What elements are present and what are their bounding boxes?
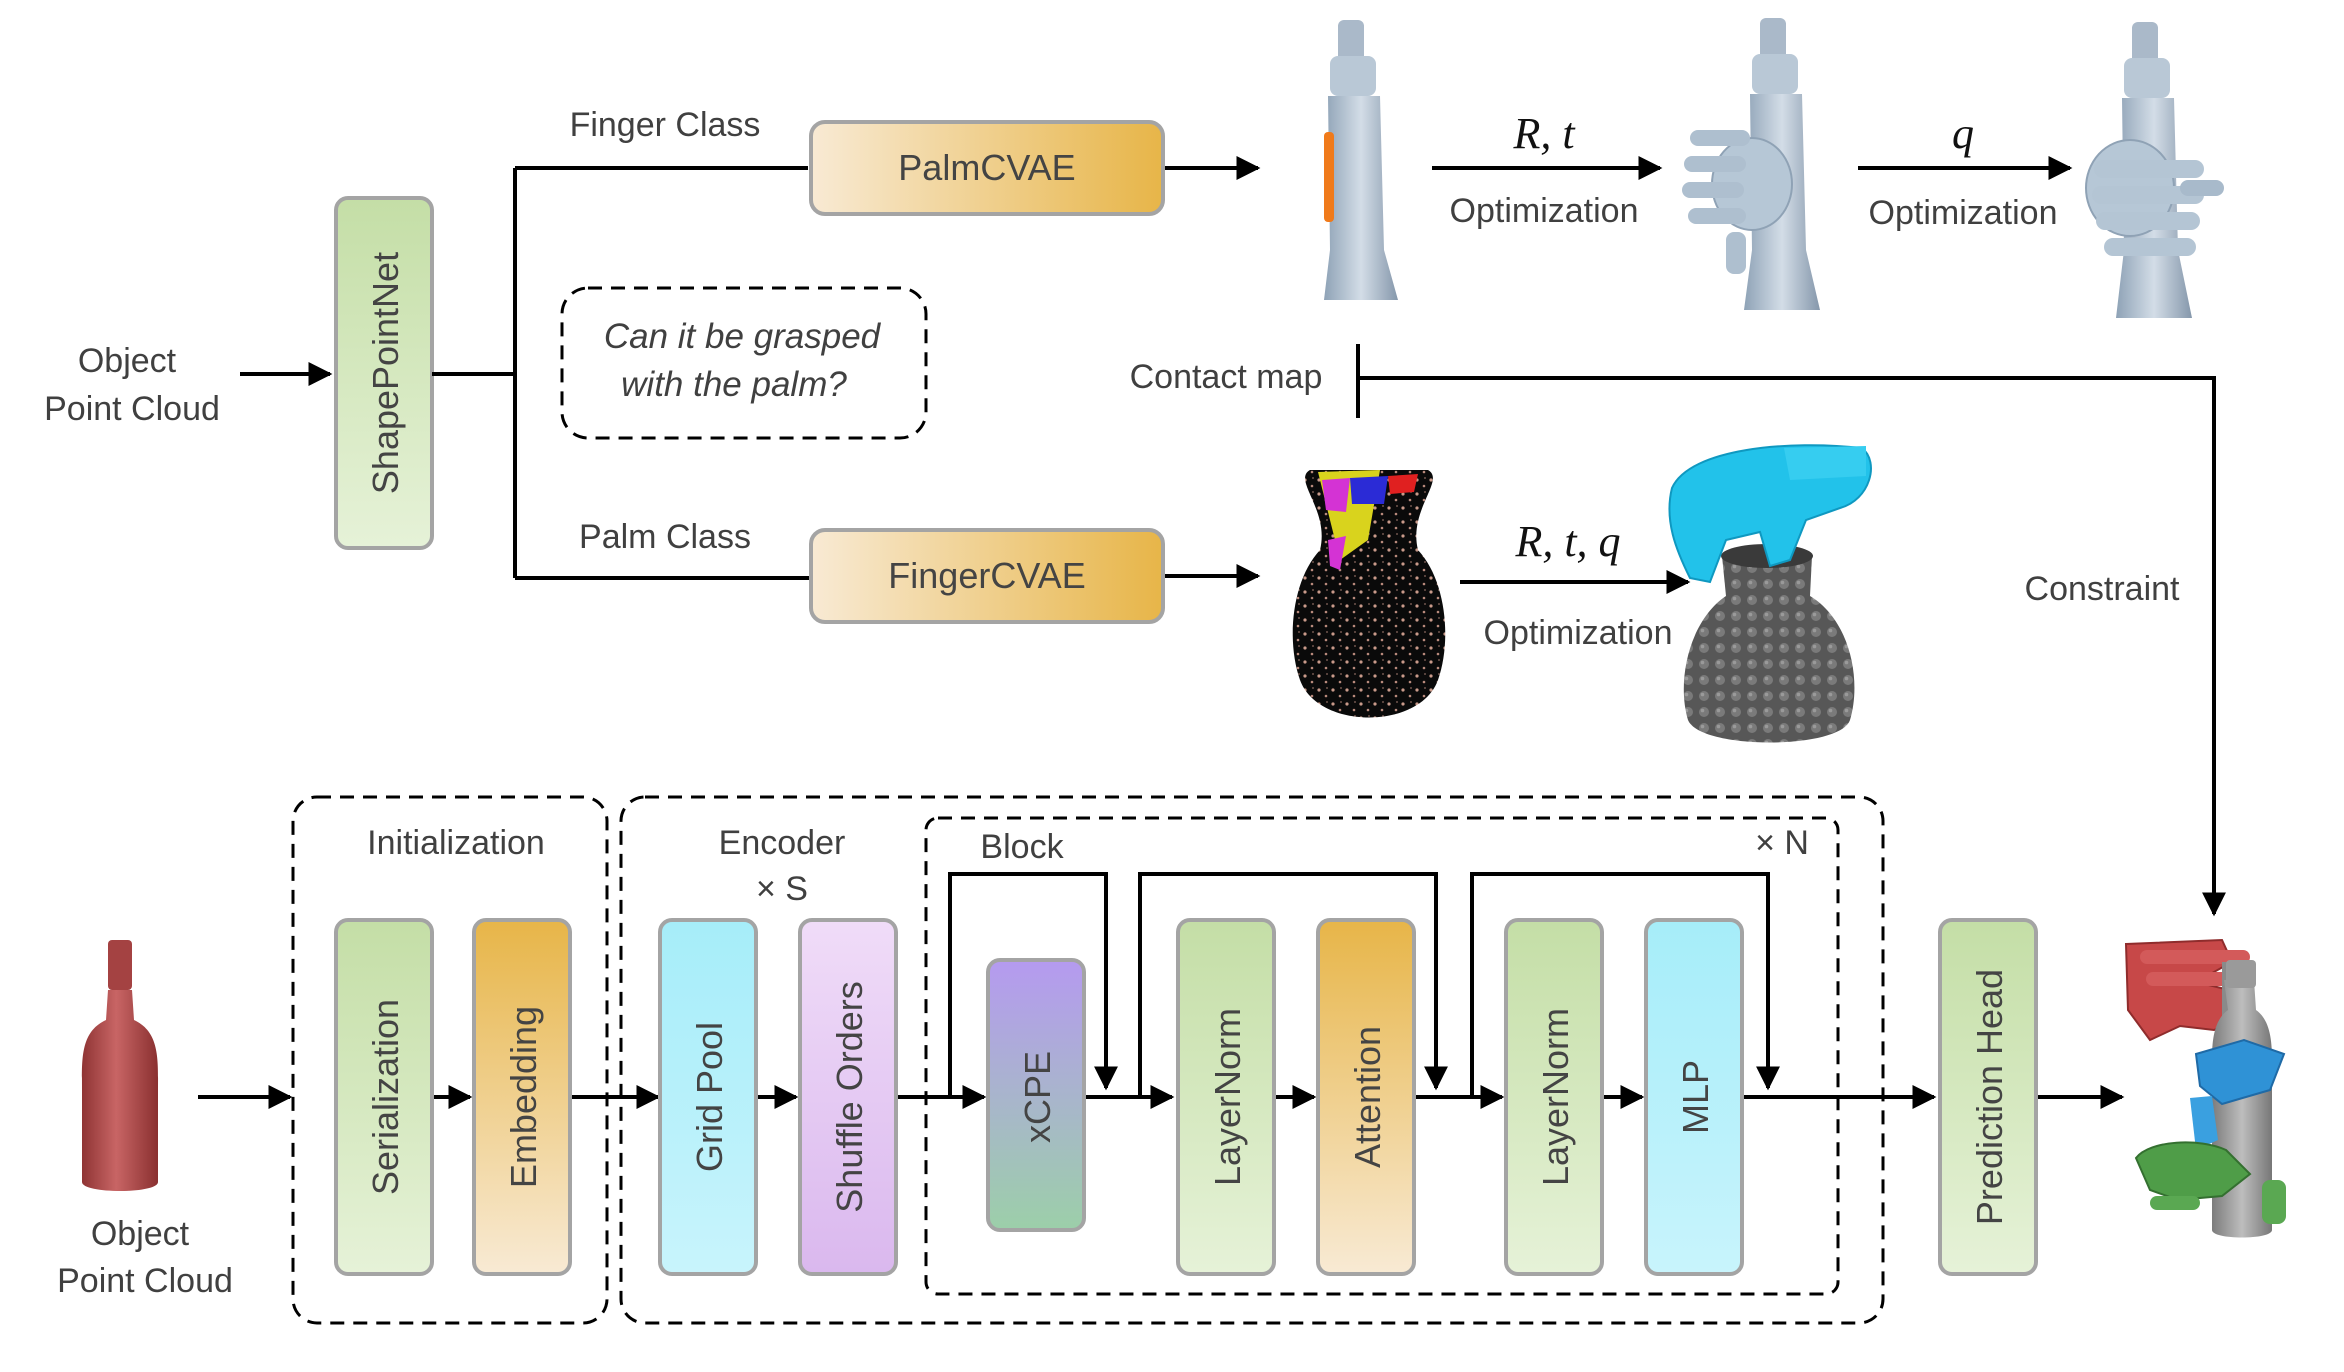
constraint-label: Constraint: [2025, 570, 2181, 608]
red-bottle-image: [81, 940, 159, 1191]
mlp-label: MLP: [1675, 1060, 1716, 1134]
question-line1: Can it be grasped: [604, 317, 882, 356]
encoder-repeat-label: × S: [756, 870, 808, 908]
prediction-head-label: Prediction Head: [1969, 969, 2010, 1225]
palmcvae-label: PalmCVAE: [898, 147, 1075, 188]
rt-optimization-label: Optimization: [1450, 192, 1639, 230]
q-label: q: [1952, 109, 1974, 158]
encoder-label: Encoder: [719, 824, 846, 862]
tall-object-open-hand-image: [1682, 18, 1820, 310]
top-input-label-line1: Object: [78, 342, 177, 380]
fingercvae-box: [809, 528, 1165, 624]
initialization-label: Initialization: [367, 824, 545, 862]
block-group: [924, 816, 1840, 1296]
layernorm-box-2: [1504, 918, 1604, 1276]
fingercvae-label: FingerCVAE: [888, 555, 1085, 596]
shuffle-orders-box: [798, 918, 898, 1276]
contact-map-label: Contact map: [1130, 358, 1323, 396]
initialization-group: [291, 795, 609, 1325]
embedding-label: Embedding: [503, 1006, 544, 1188]
output-bottle-hands-image: [2124, 938, 2286, 1238]
embedding-box: [472, 918, 572, 1276]
bottom-pipeline: Object Point Cloud Initialization Encode…: [57, 795, 2286, 1325]
top-input-label-line2: Point Cloud: [44, 390, 220, 428]
serialization-label: Serialization: [365, 999, 406, 1195]
residual-connection-3: [1470, 872, 1780, 1097]
serialization-box: [334, 918, 434, 1276]
tall-object-grasped-image: [2085, 22, 2224, 318]
layernorm-label-2: LayerNorm: [1535, 1008, 1576, 1186]
palm-class-label: Palm Class: [579, 518, 751, 556]
gridpool-box: [658, 918, 758, 1276]
rt-label: R, t: [1512, 109, 1576, 158]
question-box: [560, 286, 928, 440]
xcpe-label: xCPE: [1017, 1051, 1058, 1143]
shapepointnet-label: ShapePointNet: [365, 252, 406, 494]
bottom-input-label-line1: Object: [91, 1215, 190, 1253]
rtq-label: R, t, q: [1514, 517, 1620, 566]
layernorm-label-1: LayerNorm: [1207, 1008, 1248, 1186]
tall-object-palm-contact-image: [1324, 20, 1398, 300]
layernorm-box-1: [1176, 918, 1276, 1276]
vase-contact-map-image: [1292, 470, 1446, 718]
question-line2: with the palm?: [621, 365, 847, 404]
residual-connection-2: [1138, 872, 1448, 1097]
shuffle-orders-label: Shuffle Orders: [829, 981, 870, 1212]
mlp-box: [1644, 918, 1744, 1276]
xcpe-box: [986, 958, 1086, 1232]
constraint-line: [1358, 376, 2226, 917]
attention-label: Attention: [1347, 1026, 1388, 1168]
attention-box: [1316, 918, 1416, 1276]
vase-grasped-image: [1668, 444, 1872, 743]
prediction-head-box: [1938, 918, 2038, 1276]
gridpool-label: Grid Pool: [689, 1022, 730, 1172]
block-label: Block: [980, 828, 1064, 866]
block-repeat-label: × N: [1755, 824, 1809, 862]
rtq-optimization-label: Optimization: [1484, 614, 1673, 652]
finger-class-label: Finger Class: [570, 106, 761, 144]
residual-connection-1: [948, 872, 1118, 1097]
top-pipeline: Object Point Cloud ShapePointNet Finger …: [44, 18, 2226, 917]
encoder-group: [619, 795, 1885, 1325]
bottom-input-label-line2: Point Cloud: [57, 1262, 233, 1300]
palmcvae-box: [809, 120, 1165, 216]
q-optimization-label: Optimization: [1869, 194, 2058, 232]
